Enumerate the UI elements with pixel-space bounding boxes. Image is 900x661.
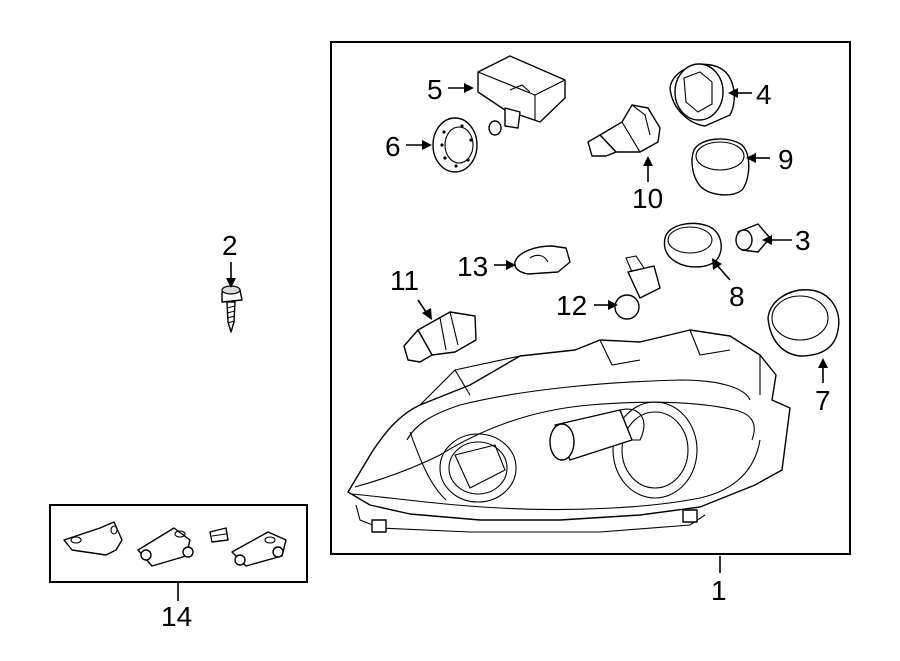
motor-part-5[interactable] (477, 55, 566, 136)
callout-13: 13 (457, 251, 488, 282)
ring-part-8[interactable] (663, 222, 722, 268)
bulb-part-11[interactable] (403, 311, 477, 363)
cap-part-4[interactable] (669, 63, 736, 127)
bracket-kit-frame (49, 504, 308, 583)
callout-7: 7 (815, 385, 831, 416)
callout-3: 3 (795, 225, 811, 256)
ring-part-7[interactable] (767, 289, 840, 357)
assembly-frame (330, 41, 851, 555)
ring-part-9[interactable] (691, 138, 750, 196)
bulb-part-12[interactable] (614, 255, 661, 320)
headlamp-housing[interactable] (347, 329, 791, 533)
callout-14: 14 (161, 601, 192, 632)
gasket-part-6[interactable] (432, 117, 478, 173)
callout-1: 1 (711, 575, 727, 606)
callout-6: 6 (385, 131, 401, 162)
leader-lines (177, 83, 828, 601)
callout-12: 12 (556, 290, 587, 321)
callout-4: 4 (756, 79, 772, 110)
callout-5: 5 (427, 74, 443, 105)
bulb-part-10[interactable] (587, 104, 661, 157)
callout-11: 11 (390, 265, 419, 296)
callout-8: 8 (729, 281, 745, 312)
sleeve-part-3[interactable] (735, 223, 771, 253)
bulb-part-13[interactable] (514, 245, 571, 275)
screw-part-2[interactable] (221, 285, 243, 333)
callout-9: 9 (778, 144, 794, 175)
bracket-kit-part-14[interactable] (63, 521, 287, 567)
callout-2: 2 (222, 230, 238, 261)
callout-10: 10 (632, 183, 663, 214)
